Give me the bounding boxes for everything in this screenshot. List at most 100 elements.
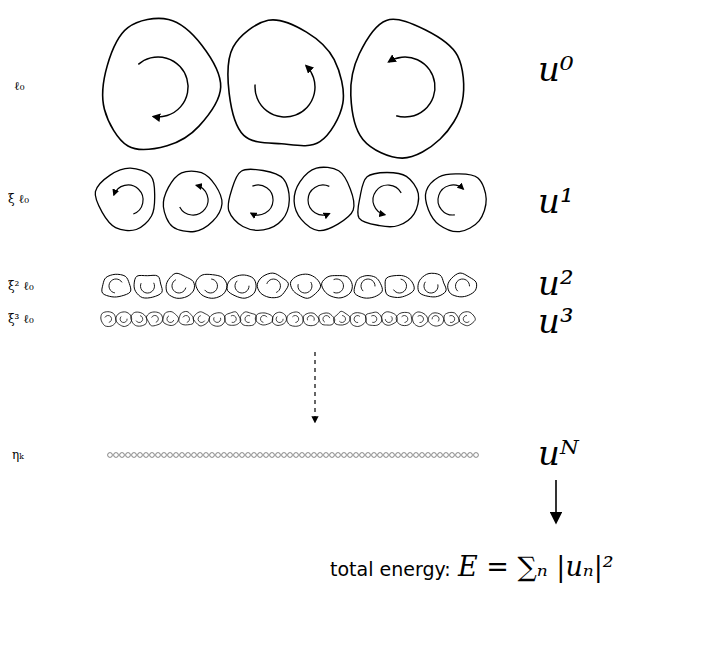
eddy-outline <box>425 174 486 232</box>
rotation-arc <box>394 279 407 293</box>
small-eddy <box>228 453 233 458</box>
scale-label: ηₖ <box>12 449 24 461</box>
rotation-arc <box>183 315 190 322</box>
scale-label: ξ³ ℓ₀ <box>8 313 34 325</box>
eddy-outline <box>95 168 155 230</box>
small-eddy <box>348 453 353 458</box>
small-eddy <box>240 453 245 458</box>
eddy-outline <box>418 273 446 297</box>
small-eddy <box>402 453 407 458</box>
rotation-arc <box>167 316 174 323</box>
small-eddy <box>180 453 185 458</box>
rotation-arc <box>276 317 283 323</box>
small-eddy <box>162 453 167 458</box>
small-eddy <box>426 453 431 458</box>
rotation-arc <box>180 185 208 215</box>
eddy-outline <box>103 18 221 149</box>
eddy-outline <box>179 311 194 325</box>
small-eddy <box>408 453 413 458</box>
small-eddy <box>144 453 149 458</box>
small-eddy <box>342 453 347 458</box>
eddy-outline <box>294 167 354 230</box>
rotation-arc <box>449 316 454 323</box>
eddy-outline <box>255 313 272 325</box>
eddy-outline <box>287 312 303 326</box>
eddy-outline <box>134 275 162 298</box>
rotation-arc <box>389 57 435 117</box>
eddy-outline <box>382 312 398 326</box>
velocity-label: uᴺ <box>538 436 579 470</box>
eddy-outline <box>101 312 116 327</box>
rotation-arc <box>245 316 250 323</box>
small-eddy <box>198 453 203 458</box>
rotation-arc <box>438 185 463 215</box>
rotation-arc <box>138 57 188 117</box>
small-eddy <box>168 453 173 458</box>
small-eddy <box>174 453 179 458</box>
rotation-arc <box>198 316 205 323</box>
eddy-outline <box>322 276 353 298</box>
small-eddy <box>396 453 401 458</box>
eddy-outline <box>240 312 256 326</box>
small-eddy <box>108 453 113 458</box>
eddy-outline <box>354 276 382 299</box>
scale-label: ξ² ℓ₀ <box>8 280 34 292</box>
eddy-outline <box>102 274 131 297</box>
rotation-arc <box>114 185 143 214</box>
rotation-arc <box>463 315 469 322</box>
small-eddy <box>372 453 377 458</box>
eddy-outline <box>225 312 241 326</box>
eddy-outline <box>290 274 320 298</box>
eddy-outline <box>116 312 132 327</box>
small-eddy <box>474 453 479 458</box>
rotation-arc <box>140 283 154 293</box>
rotation-arc <box>418 316 424 323</box>
cascade-arrow <box>314 352 315 422</box>
small-eddy <box>390 453 395 458</box>
eddy-outline <box>193 312 209 326</box>
eddy-outline <box>396 312 412 325</box>
rotation-arc <box>292 316 298 323</box>
small-eddy <box>204 453 209 458</box>
small-eddy <box>462 453 467 458</box>
rotation-arc <box>354 316 360 323</box>
rotation-arc <box>260 315 267 322</box>
velocity-label: u¹ <box>538 184 574 218</box>
small-eddy <box>324 453 329 458</box>
rotation-arc <box>432 316 439 322</box>
velocity-label: u³ <box>538 304 574 338</box>
rotation-arc <box>339 316 345 323</box>
small-eddy <box>210 453 215 458</box>
rotation-arc <box>231 315 236 322</box>
small-eddy <box>150 453 155 458</box>
rotation-arc <box>402 316 408 323</box>
small-eddy <box>330 453 335 458</box>
small-eddy <box>120 453 125 458</box>
small-eddy <box>282 453 287 458</box>
eddy-outline <box>196 274 227 298</box>
rotation-arc <box>267 279 281 292</box>
small-eddy <box>378 453 383 458</box>
eddy-outline <box>228 169 289 230</box>
small-eddy <box>288 453 293 458</box>
energy-formula: E = ∑ₙ |uₙ|² <box>458 553 614 580</box>
eddy-outline <box>319 313 335 325</box>
eddy-outline <box>166 273 194 298</box>
small-eddy <box>132 453 137 458</box>
eddy-outline <box>131 312 147 326</box>
rotation-arc <box>136 316 143 323</box>
small-eddy <box>432 453 437 458</box>
small-eddy <box>456 453 461 458</box>
small-eddy <box>186 453 191 458</box>
eddy-outline <box>163 312 179 326</box>
rotation-arc <box>235 281 249 293</box>
rotation-arc <box>371 315 376 322</box>
energy-label: total energy: <box>330 560 451 579</box>
rotation-arc <box>308 185 329 215</box>
rotation-arc <box>172 280 186 293</box>
small-eddy <box>444 453 449 458</box>
eddy-outline <box>227 275 256 298</box>
eddy-outline <box>334 311 350 325</box>
rotation-arc <box>424 282 438 293</box>
eddy-outline <box>448 273 477 297</box>
